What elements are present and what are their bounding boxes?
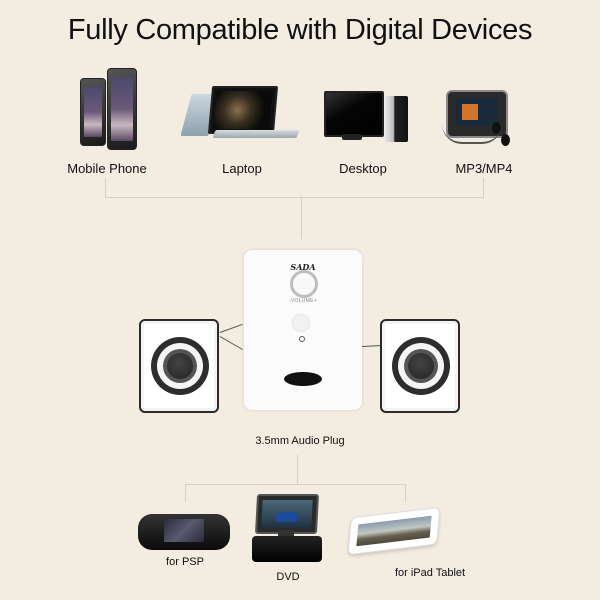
laptop-keyboard [212,130,300,138]
connector-line [105,197,484,198]
smartphone-icon [107,68,137,150]
label-ipad-tablet: for iPad Tablet [394,567,466,579]
label-dvd: DVD [276,571,300,583]
label-mp3-mp4: MP3/MP4 [455,161,513,176]
device-desktop [318,88,418,153]
connector-line [405,484,406,502]
power-indicator-icon [299,336,305,342]
smartphone-icon [80,78,106,146]
label-desktop: Desktop [339,161,387,176]
volume-knob[interactable] [290,270,318,298]
power-button[interactable] [293,315,309,331]
connector-line [185,484,406,485]
label-mobile-phone: Mobile Phone [67,161,147,176]
left-speaker [139,319,219,413]
speaker-cable [219,336,243,350]
earbud [501,134,510,146]
speaker-driver-icon [392,337,450,395]
device-mobile-phone [70,66,140,154]
connector-line [185,484,186,502]
earphones-icon [442,124,502,144]
right-speaker [380,319,460,413]
device-dvd [250,492,330,572]
speaker-driver-icon [151,337,209,395]
pc-tower [384,96,408,142]
brand-logo: SADA [290,262,316,272]
speaker-cable [219,323,243,333]
device-mp3-mp4 [440,88,520,148]
dvd-hinge [278,530,294,536]
label-psp: for PSP [166,556,204,568]
monitor-stand [342,134,362,140]
subwoofer: SADA -VOLUME+ [244,250,362,410]
speaker-cable [361,344,382,347]
dvd-base [252,536,322,562]
bass-port [284,372,322,386]
portable-dvd-icon [254,494,320,534]
connector-line [301,197,302,239]
tablet-icon [347,506,441,556]
connector-line [105,178,106,198]
speaker-system: SADA -VOLUME+ [130,240,470,420]
earbud [492,122,501,134]
laptop-screen [207,86,279,134]
label-laptop: Laptop [222,161,262,176]
connector-line [297,455,298,485]
desktop-computer-icon [324,91,384,137]
connector-line [483,178,484,198]
volume-label: -VOLUME+ [288,298,318,304]
page-title: Fully Compatible with Digital Devices [67,14,533,46]
psp-console-icon [138,514,230,550]
device-laptop [172,80,312,150]
label-audio-plug: 3.5mm Audio Plug [255,435,345,447]
